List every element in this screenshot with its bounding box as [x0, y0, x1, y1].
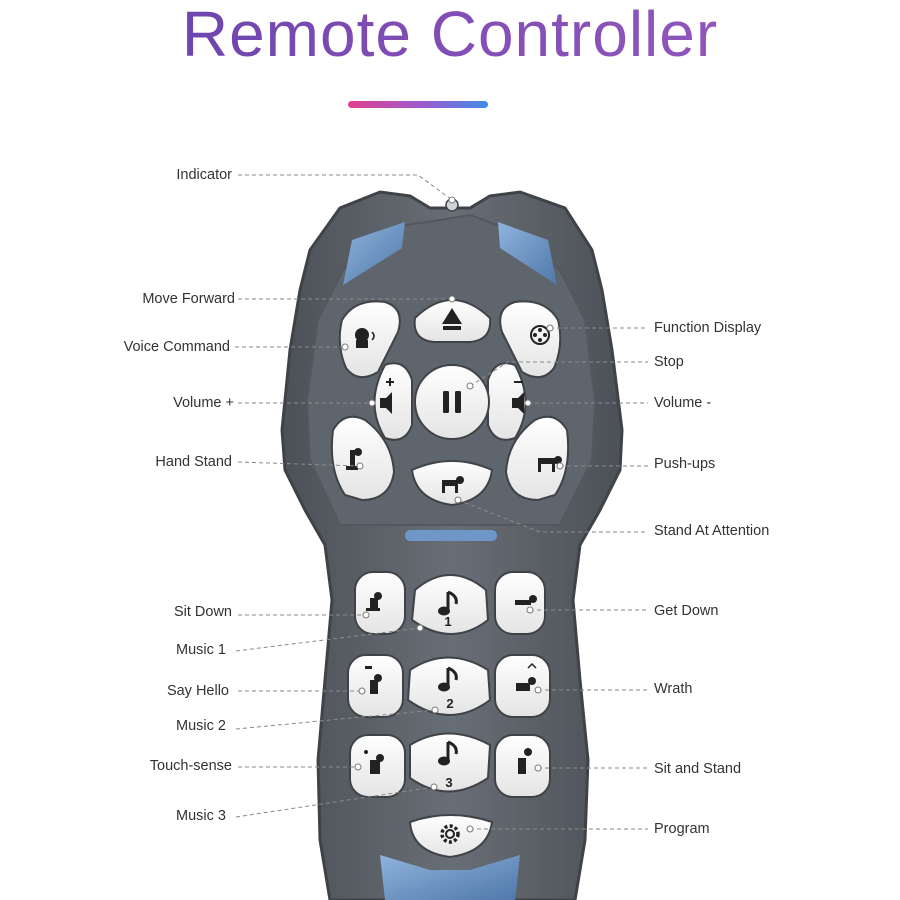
robot-dog-touch-icon	[364, 750, 384, 774]
blue-accent-bottom	[380, 855, 520, 900]
label-stand-at-attention: Stand At Attention	[654, 523, 770, 539]
label-voice-command: Voice Command	[123, 339, 230, 355]
label-music-2: Music 2	[176, 718, 226, 734]
gear-icon	[440, 824, 460, 844]
label-music-3: Music 3	[176, 808, 226, 824]
voice-head-icon	[355, 328, 375, 348]
robot-dog-lie-icon	[515, 595, 537, 605]
label-function-display: Function Display	[654, 320, 762, 336]
label-say-hello: Say Hello	[166, 683, 229, 699]
leader-lines	[235, 174, 648, 830]
label-volume-plus: Volume +	[173, 395, 234, 411]
robot-dog-sit-stand-icon	[518, 748, 532, 774]
speaker-minus-icon	[512, 381, 524, 414]
label-volume-minus: Volume -	[654, 395, 712, 411]
label-hand-stand: Hand Stand	[155, 454, 232, 470]
music-3-button	[409, 732, 492, 793]
program-button	[408, 814, 494, 859]
sit-down-button	[354, 571, 406, 635]
blue-accent-right	[498, 222, 557, 285]
label-indicator: Indicator	[176, 167, 232, 183]
voice-command-button	[338, 300, 401, 379]
music-note-icon-1	[438, 590, 458, 616]
push-ups-button	[504, 415, 570, 502]
robot-dog-pushup-icon	[538, 456, 562, 472]
stop-button	[414, 364, 490, 440]
music-1-number: 1	[444, 614, 451, 629]
label-wrath: Wrath	[654, 681, 693, 697]
label-sit-and-stand: Sit and Stand	[654, 761, 742, 777]
title-underline	[348, 101, 488, 108]
label-stop: Stop	[654, 354, 684, 370]
music-note-icon-3	[438, 740, 458, 766]
music-note-icon-2	[438, 666, 458, 692]
label-sit-down: Sit Down	[173, 604, 232, 620]
robot-dog-standing-icon	[442, 476, 464, 493]
label-program: Program	[654, 821, 710, 837]
robot-dog-wrath-icon	[516, 662, 537, 691]
music-3-number: 3	[445, 775, 452, 790]
robot-dog-hello-icon	[365, 666, 382, 694]
leader-dots	[341, 196, 564, 833]
arrow-up-icon	[442, 308, 462, 330]
robot-dog-sit-icon	[366, 592, 382, 611]
music-2-number: 2	[446, 696, 453, 711]
hand-stand-button	[330, 415, 396, 502]
blue-accent-middle	[405, 530, 497, 541]
label-touch-sense: Touch-sense	[149, 758, 232, 774]
label-music-1: Music 1	[176, 642, 226, 658]
robot-dog-handstand-icon	[346, 448, 362, 470]
label-push-ups: Push-ups	[654, 456, 716, 472]
function-display-button	[499, 300, 562, 379]
film-reel-icon	[530, 325, 550, 345]
speaker-plus-icon	[380, 378, 394, 414]
page-title: Remote Controller	[0, 0, 900, 66]
label-move-forward: Move Forward	[142, 291, 235, 307]
pause-icon	[443, 391, 461, 413]
label-get-down: Get Down	[654, 603, 719, 619]
music-1-button	[410, 574, 490, 635]
blue-accent-left	[343, 222, 405, 285]
